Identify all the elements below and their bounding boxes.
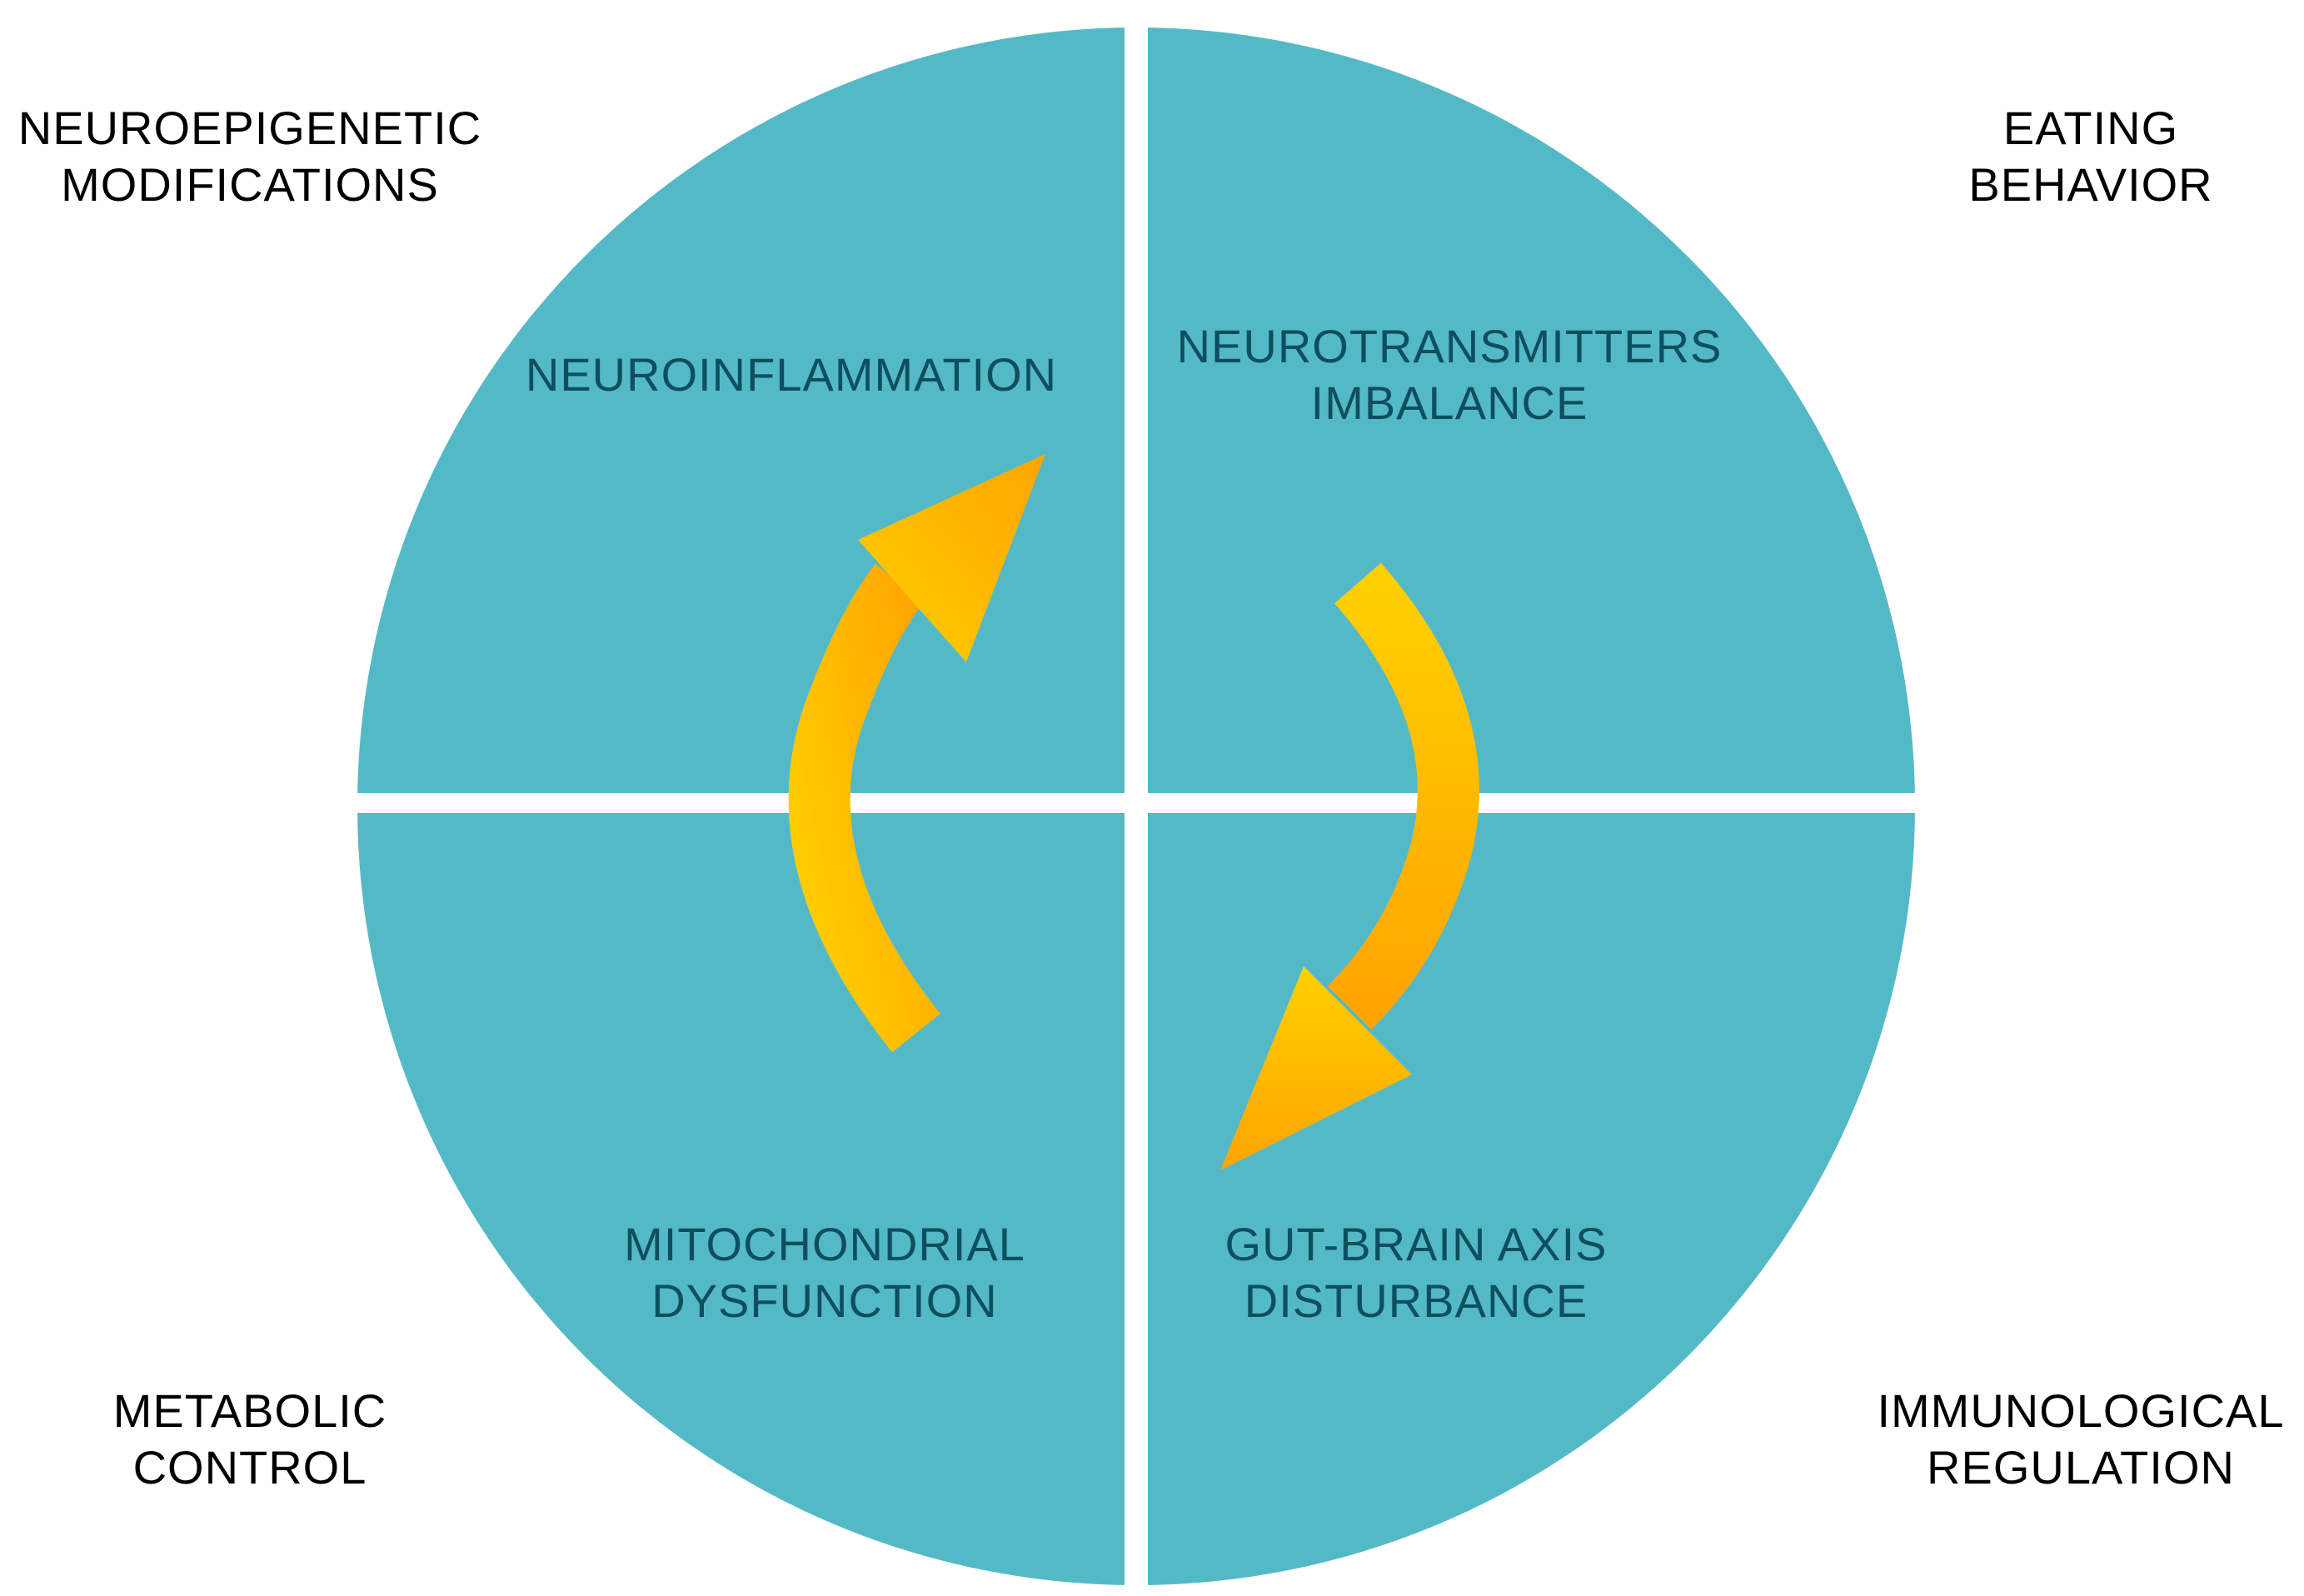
quadrant-label-bottom-right-line2: DISTURBANCE: [1244, 1274, 1588, 1327]
quadrant-label-top-left: NEUROINFLAMMATION: [500, 347, 1083, 403]
corner-label-top-right-line1: EATING: [2002, 102, 2179, 154]
corner-label-top-right-line2: BEHAVIOR: [1968, 158, 2213, 211]
quadrant-label-top-right-line2: IMBALANCE: [1310, 377, 1588, 429]
corner-label-bottom-right-line2: REGULATION: [1927, 1441, 2235, 1494]
corner-label-top-right: EATING BEHAVIOR: [1916, 100, 2266, 213]
quadrant-label-bottom-right-line1: GUT-BRAIN AXIS: [1224, 1218, 1608, 1270]
quadrant-label-top-right-line1: NEUROTRANSMITTERS: [1176, 320, 1723, 372]
quadrant-label-top-right: NEUROTRANSMITTERS IMBALANCE: [1150, 318, 1749, 431]
corner-label-top-left-line2: MODIFICATIONS: [61, 158, 439, 211]
left-cycle-arrow: [788, 454, 1045, 1053]
horizontal-divider: [350, 793, 1932, 813]
quadrant-label-bottom-left-line1: MITOCHONDRIAL: [624, 1218, 1025, 1270]
corner-label-bottom-right: IMMUNOLOGICAL REGULATION: [1858, 1383, 2304, 1496]
left-arrow-shaft: [788, 563, 940, 1053]
corner-label-bottom-left-line2: CONTROL: [132, 1441, 367, 1494]
quadrant-label-bottom-right: GUT-BRAIN AXIS DISTURBANCE: [1150, 1216, 1683, 1329]
corner-label-top-left: NEUROEPIGENETIC MODIFICATIONS: [0, 100, 500, 213]
corner-label-bottom-right-line1: IMMUNOLOGICAL: [1877, 1384, 2285, 1437]
quadrant-label-top-left-line1: NEUROINFLAMMATION: [525, 348, 1058, 401]
quadrant-label-bottom-left-line2: DYSFUNCTION: [651, 1274, 998, 1327]
corner-label-bottom-left-line1: METABOLIC: [112, 1384, 387, 1437]
circle-quadrants: [350, 17, 1932, 1596]
left-arrow-head: [858, 454, 1045, 662]
right-cycle-arrow: [1220, 562, 1479, 1170]
quadrant-label-bottom-left: MITOCHONDRIAL DYSFUNCTION: [566, 1216, 1083, 1329]
corner-label-bottom-left: METABOLIC CONTROL: [75, 1383, 425, 1496]
right-arrow-head: [1220, 966, 1412, 1170]
right-arrow-shaft: [1327, 562, 1479, 1030]
corner-label-top-left-line1: NEUROEPIGENETIC: [17, 102, 482, 154]
